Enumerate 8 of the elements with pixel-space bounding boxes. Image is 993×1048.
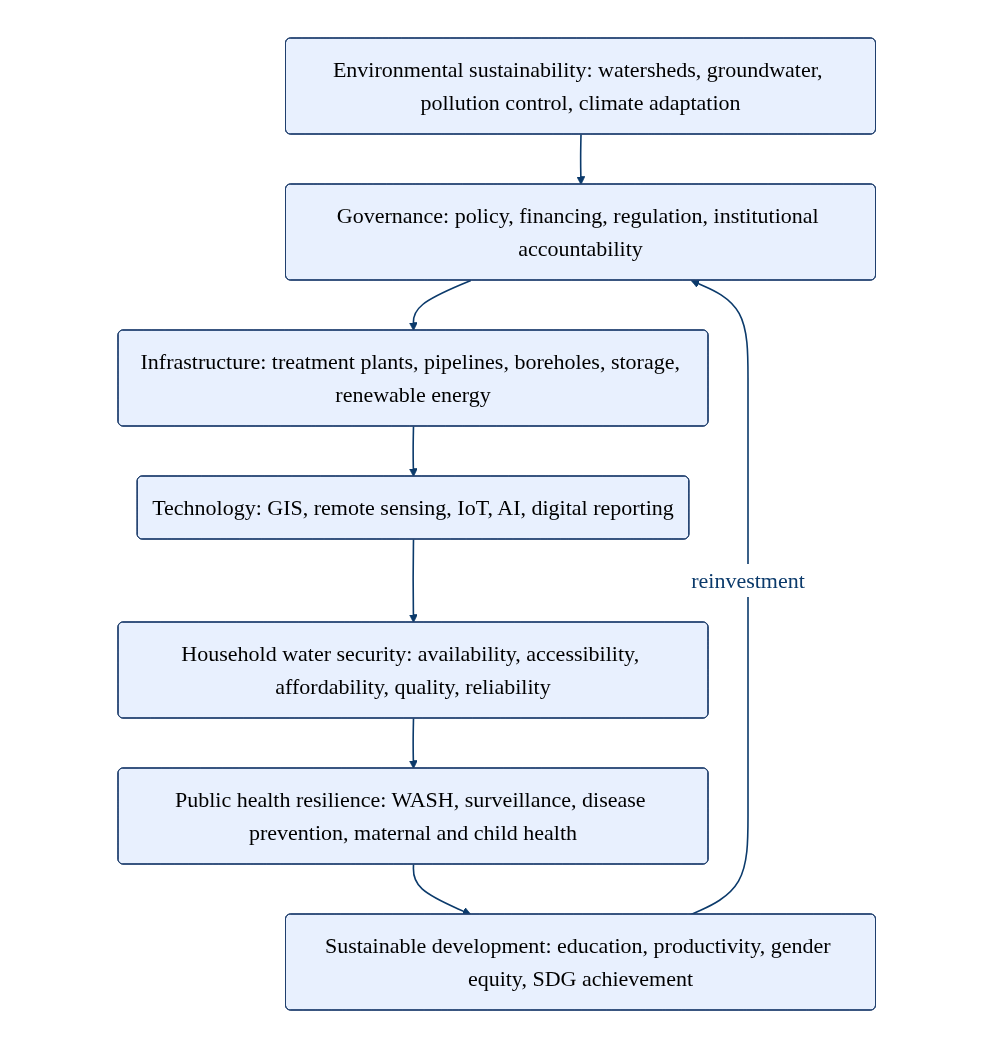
arrow — [408, 717, 418, 769]
edge-label: reinvestment — [690, 568, 805, 593]
arrow — [408, 425, 418, 477]
arrow — [408, 538, 418, 623]
arrow — [690, 279, 749, 916]
arrow — [576, 133, 585, 185]
arrow — [412, 863, 471, 916]
arrow — [408, 279, 472, 331]
